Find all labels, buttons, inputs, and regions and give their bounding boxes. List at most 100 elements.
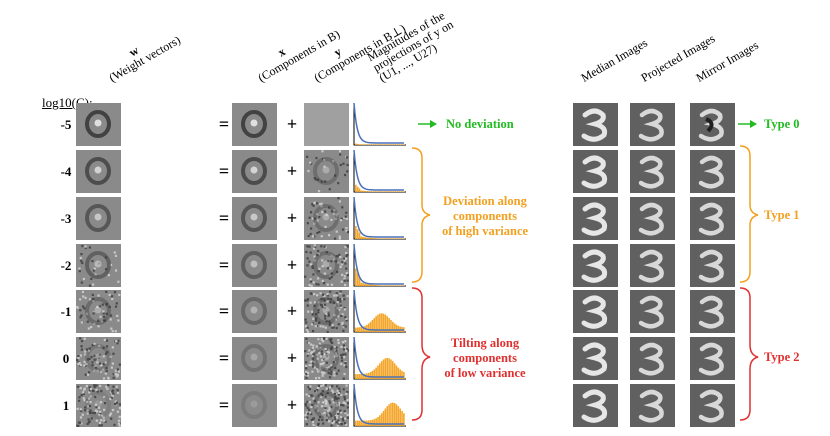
magnitude-bar: [399, 191, 401, 192]
variance-curve: [353, 243, 404, 285]
magnitude-bar: [397, 238, 400, 239]
magnitude-plot: [353, 196, 406, 240]
magnitude-bar: [390, 144, 392, 145]
magnitude-bar: [393, 191, 396, 192]
weight-vector-image: [76, 337, 122, 380]
plus-sign: +: [286, 395, 298, 415]
magnitude-bar: [395, 238, 398, 239]
magnitude-bar: [358, 188, 361, 192]
magnitude-plot: [353, 149, 406, 193]
magnitude-bar: [362, 283, 364, 286]
magnitude-bar: [379, 191, 381, 192]
type1-label: Type 1: [764, 208, 800, 222]
magnitude-bar: [355, 143, 357, 145]
magnitude-bar: [399, 326, 401, 332]
magnitude-bar: [399, 144, 401, 145]
x-component-image: [232, 337, 277, 380]
y-component-image: [304, 384, 350, 427]
log-c-value: -1: [60, 304, 72, 319]
mirror-image: [690, 290, 735, 333]
magnitude-bar: [384, 238, 387, 239]
y-component-image: [304, 150, 349, 193]
magnitude-bar: [386, 316, 389, 332]
projected-image: [630, 197, 675, 240]
log-c-value: -5: [60, 117, 72, 132]
median-image: [573, 244, 618, 287]
magnitude-bar: [382, 359, 385, 379]
magnitude-bar: [403, 285, 405, 286]
median-image: [573, 384, 618, 427]
magnitude-plot: [353, 383, 406, 427]
y-component-image: [304, 197, 350, 240]
magnitude-bar: [362, 144, 364, 145]
magnitude-bar: [377, 238, 379, 239]
magnitude-bar: [373, 238, 376, 239]
y-component-image: [304, 337, 349, 380]
magnitude-bar: [375, 144, 377, 145]
plus-sign: +: [286, 255, 298, 275]
magnitude-bar: [390, 403, 392, 426]
magnitude-bar: [377, 144, 379, 145]
magnitude-bar: [360, 374, 363, 379]
magnitude-bar: [377, 191, 379, 192]
y-component-image: [304, 244, 350, 288]
magnitude-bar: [377, 365, 379, 379]
magnitude-bar: [360, 282, 363, 286]
magnitude-bar: [390, 359, 392, 379]
weight-vector-image: [76, 150, 121, 193]
projected-image: [630, 103, 675, 146]
magnitude-bar: [384, 358, 387, 379]
magnitude-bar: [364, 190, 366, 192]
magnitude-bar: [371, 238, 374, 239]
deviation-line1: Deviation along: [443, 194, 527, 208]
projected-image: [630, 150, 675, 193]
magnitude-bar: [380, 285, 383, 286]
log-c-value: 1: [62, 398, 70, 413]
plus-sign: +: [286, 208, 298, 228]
magnitude-bar: [377, 314, 379, 332]
magnitude-bar: [382, 144, 385, 145]
magnitude-bar: [384, 191, 387, 192]
magnitude-bar: [375, 238, 377, 239]
deviation-line3: of high variance: [441, 224, 529, 238]
magnitude-bar: [367, 191, 370, 192]
median-image: [573, 103, 618, 146]
magnitude-bar: [392, 238, 394, 239]
plus-sign: +: [286, 301, 298, 321]
magnitude-bar: [360, 144, 363, 145]
magnitude-bar: [390, 285, 392, 286]
magnitude-bar: [397, 367, 400, 379]
median-image: [573, 337, 618, 380]
log-c-value: -2: [60, 258, 72, 273]
no-deviation-arrowhead: [430, 120, 437, 128]
magnitude-bar: [386, 144, 389, 145]
magnitude-bar: [379, 313, 381, 332]
median-image: [573, 197, 618, 240]
type0-label: Type 0: [764, 117, 800, 131]
magnitude-bar: [375, 418, 377, 426]
magnitude-bar: [388, 404, 390, 426]
equals-sign: =: [218, 301, 230, 321]
magnitude-bar: [356, 420, 359, 426]
magnitude-bar: [380, 191, 383, 192]
magnitude-bar: [373, 144, 376, 145]
weight-vector-image: [76, 197, 121, 240]
magnitude-bar: [379, 415, 381, 426]
magnitude-bar: [371, 370, 374, 379]
deviation-note: Deviation along components of high varia…: [430, 194, 540, 239]
magnitude-bar: [362, 190, 364, 192]
magnitude-bar: [369, 144, 372, 145]
magnitude-plot: [353, 336, 406, 380]
magnitude-bar: [377, 416, 379, 426]
magnitude-bar: [366, 237, 368, 239]
magnitude-bar: [355, 268, 357, 286]
magnitude-bar: [366, 324, 368, 332]
x-component-image: [232, 103, 277, 146]
x-component-image: [232, 290, 277, 333]
magnitude-bar: [355, 420, 357, 426]
mirror-image: [690, 384, 735, 427]
magnitude-bar: [386, 285, 389, 286]
magnitude-bar: [360, 236, 363, 239]
magnitude-bar: [375, 367, 377, 379]
magnitude-bar: [355, 184, 357, 192]
